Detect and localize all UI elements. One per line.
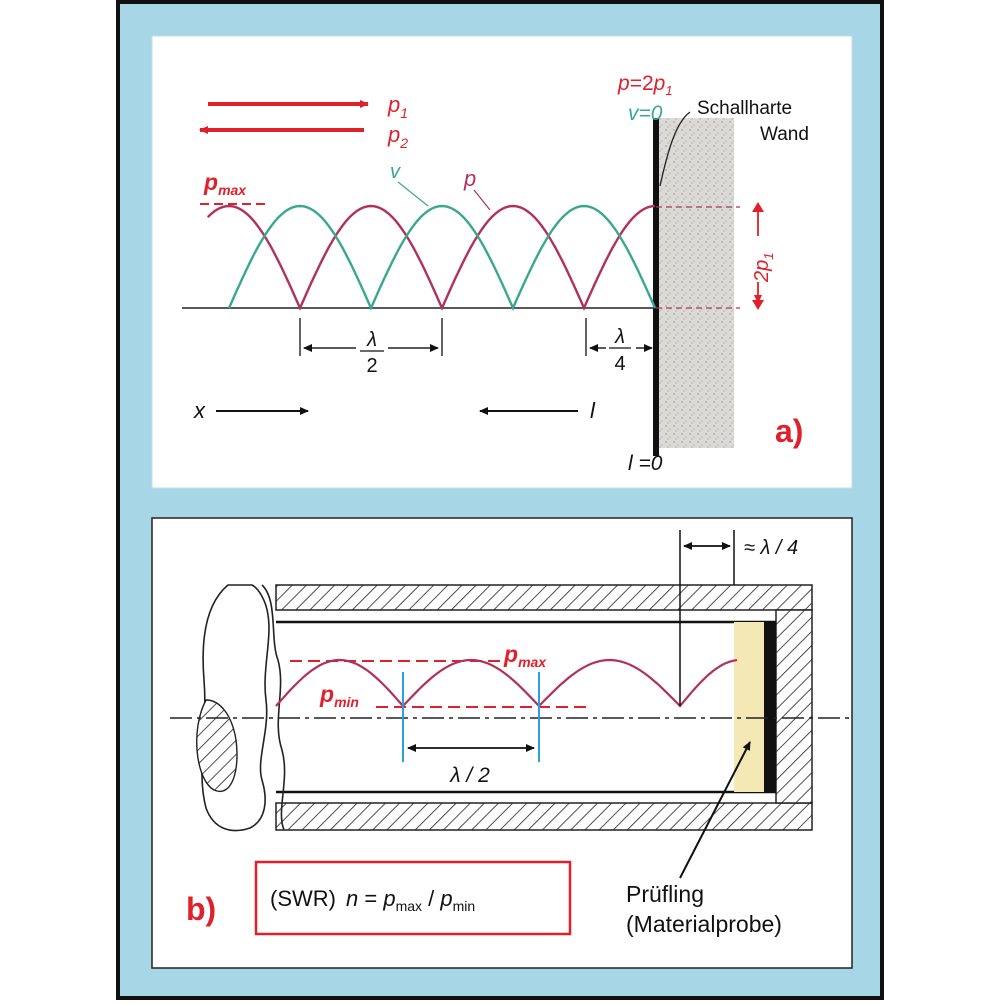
swr-box — [254, 860, 572, 936]
wall-velocity-label: v=0 — [628, 102, 663, 125]
curve-v-label: v — [390, 161, 401, 183]
amplitude-label: 2p1 — [751, 253, 776, 283]
tube-pressure-curve — [275, 658, 738, 708]
rigid-wall — [656, 118, 734, 448]
wall-pressure-label: p=2p1 — [617, 72, 673, 98]
sample-pointer — [679, 741, 751, 879]
tube-bottom-wall — [275, 802, 813, 831]
x-label: x — [193, 398, 206, 423]
wall-label-2: Wand — [760, 124, 809, 145]
lambda-half-den: 2 — [366, 355, 377, 377]
p1-label: p1 — [387, 92, 408, 121]
velocity-curve — [227, 204, 657, 311]
panel-b-label: b) — [186, 891, 216, 927]
panel-a-label: a) — [775, 413, 803, 449]
tube-end-cap — [775, 609, 813, 804]
curve-p-label: p — [463, 166, 476, 191]
wall-label-1: Schallharte — [697, 98, 792, 119]
pmax-label-b: pmax — [503, 641, 547, 670]
lambda-half-b: λ / 2 — [449, 764, 490, 787]
swr-formula: (SWR)n = pmax / pmin — [270, 886, 475, 914]
lambda-quarter-den: 4 — [614, 353, 625, 375]
sample-label-2: (Materialprobe) — [626, 911, 782, 937]
l-zero-label: l =0 — [628, 452, 663, 475]
pmin-label-b: pmin — [319, 681, 359, 710]
tube-top-wall — [275, 584, 813, 611]
p2-label: p2 — [387, 122, 408, 151]
l-label: l — [590, 398, 596, 423]
lambda-quarter-num: λ — [614, 326, 625, 348]
pressure-curve — [206, 204, 656, 311]
sample-label-1: Prüfling — [626, 881, 704, 907]
lambda-quarter-b: ≈ λ / 4 — [744, 537, 798, 559]
pmax-label-a: pmax — [203, 169, 247, 198]
lambda-half-num: λ — [366, 329, 377, 351]
panel-a — [151, 35, 853, 489]
